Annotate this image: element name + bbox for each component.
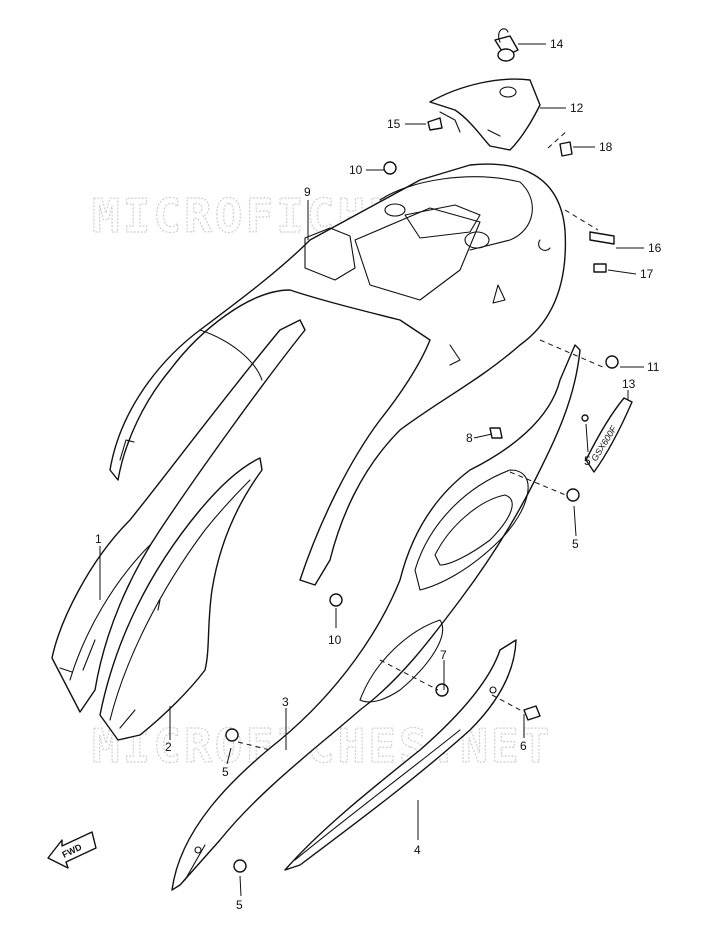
part-11-bolt [605, 355, 619, 369]
part-7-bolt [435, 683, 449, 697]
part-14-key-lock [494, 28, 519, 62]
callout-13: 13 [622, 377, 636, 391]
callout-16: 16 [648, 241, 662, 255]
assembly-line-11 [539, 339, 606, 369]
part-5-bolt-d [233, 859, 247, 873]
part-5-bolt-a [566, 488, 580, 502]
assembly-line-5a [509, 471, 569, 497]
part-10-bolt-bottom [329, 593, 343, 607]
part-9-seat-tail-cover [109, 163, 567, 586]
callout-7: 7 [440, 648, 447, 662]
callout-5-d: 5 [236, 898, 243, 912]
callout-10-a: 10 [349, 163, 363, 177]
part-6-nut [523, 705, 541, 721]
assembly-line-12 [547, 129, 569, 149]
callout-17: 17 [640, 267, 654, 281]
assembly-line-6 [491, 694, 525, 713]
assembly-line-7 [379, 659, 439, 691]
part-2-left-lower-cover [99, 457, 263, 741]
assembly-line-5c [237, 741, 271, 751]
callout-1: 1 [95, 532, 102, 546]
callout-6: 6 [520, 739, 527, 753]
part-8-clip [489, 427, 503, 439]
callout-10-b: 10 [328, 633, 342, 647]
callout-5-c: 5 [222, 765, 229, 779]
part-17-screw [593, 263, 607, 273]
callouts: 1 2 3 4 5 5 5 5 6 7 8 9 10 10 11 12 13 1… [95, 37, 662, 912]
part-5-bolt-b [581, 414, 589, 422]
part-13-emblem: GSX600F [585, 397, 633, 473]
callout-15: 15 [387, 117, 401, 131]
part-18-nut [559, 141, 573, 157]
leader-lines [99, 43, 644, 897]
assembly-line-16 [564, 209, 599, 231]
callout-18: 18 [599, 140, 613, 154]
callout-8: 8 [466, 431, 473, 445]
part-4-lower-trim [284, 639, 517, 871]
callout-5-b: 5 [584, 454, 591, 468]
callout-12: 12 [570, 101, 584, 115]
part-5-bolt-c [225, 728, 239, 742]
part-3-right-main-cover [171, 344, 581, 891]
callout-9: 9 [304, 185, 311, 199]
part-1-left-cover [51, 319, 306, 713]
part-12-tail-cap [429, 78, 541, 151]
callout-5-a: 5 [572, 537, 579, 551]
callout-3: 3 [282, 695, 289, 709]
part-10-bolt-top [383, 161, 397, 175]
callout-4: 4 [414, 843, 421, 857]
part-16-bracket [589, 231, 615, 245]
part-15-clip [427, 117, 443, 131]
callout-14: 14 [550, 37, 564, 51]
fwd-arrow-icon: FWD [47, 831, 97, 869]
callout-11: 11 [647, 360, 660, 374]
callout-2: 2 [165, 740, 172, 754]
